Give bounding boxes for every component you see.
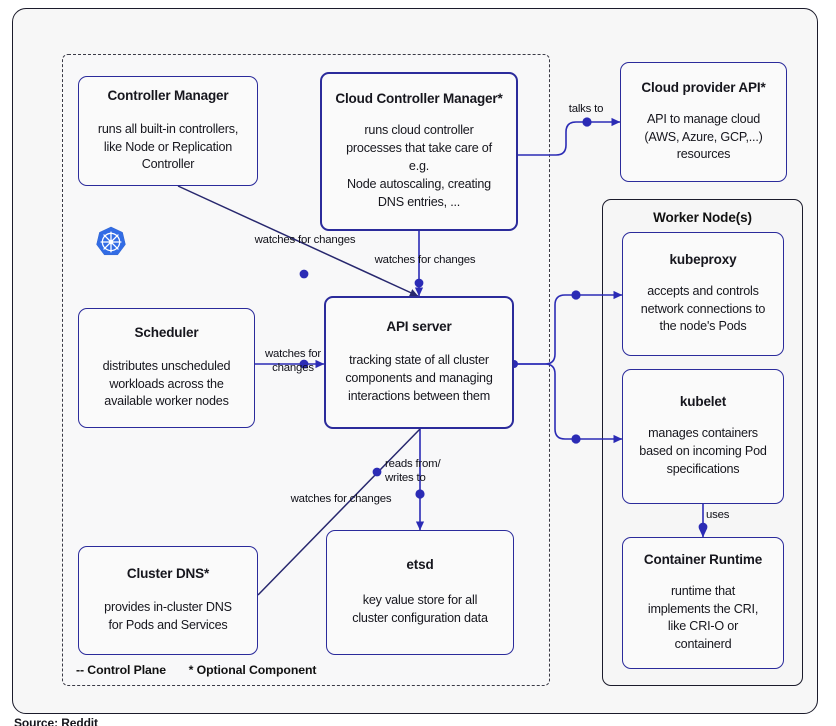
node-description: accepts and controls network connections… [640, 283, 766, 334]
node-title: Cloud provider API* [641, 79, 766, 95]
node-description: manages containers based on incoming Pod… [639, 426, 767, 476]
node-description: distributes unscheduled workloads across… [102, 358, 231, 409]
node-title: etsd [406, 557, 434, 573]
node-description: tracking state of all cluster components… [345, 353, 493, 403]
node-cloud-controller-manager[interactable]: Cloud Controller Manager* runs cloud con… [320, 72, 518, 231]
edge-label-controller-manager-to-api-server: watches for changes [254, 234, 356, 246]
node-description: provides in-cluster DNS for Pods and Ser… [104, 600, 232, 632]
edge-label-kubelet-to-container-runtime: uses [706, 509, 730, 521]
edge-label-cloud-cm-to-cloud-api: talks to [568, 103, 604, 115]
edge-label-scheduler-to-api-server: watches for changes [264, 348, 322, 374]
node-container-runtime[interactable]: Container Runtime runtime that implement… [622, 537, 784, 669]
node-description: API to manage cloud (AWS, Azure, GCP,...… [644, 111, 763, 162]
node-etcd[interactable]: etsd key value store for all cluster con… [326, 530, 514, 655]
node-description: key value store for all cluster configur… [352, 593, 488, 625]
edge-label-api-server-to-etcd: reads from/ writes to [385, 458, 441, 484]
node-description: runtime that implements the CRI, like CR… [647, 583, 759, 652]
node-controller-manager[interactable]: Controller Manager runs all built-in con… [78, 76, 258, 186]
source-caption: Source: Reddit [14, 716, 98, 726]
node-title: Cloud Controller Manager* [335, 91, 503, 107]
node-description: runs cloud controller processes that tak… [346, 123, 492, 209]
node-cloud-provider-api[interactable]: Cloud provider API* API to manage cloud … [620, 62, 787, 182]
node-title: Container Runtime [643, 551, 763, 567]
node-scheduler[interactable]: Scheduler distributes unscheduled worklo… [78, 308, 255, 428]
legend-control-plane: -- Control Plane [76, 663, 166, 677]
kubernetes-logo [95, 226, 127, 258]
worker-node-title: Worker Node(s) [653, 210, 752, 225]
node-title: Cluster DNS* [126, 566, 210, 582]
node-kubeproxy[interactable]: kubeproxy accepts and controls network c… [622, 232, 784, 356]
node-title: kubelet [679, 394, 727, 410]
node-title: API server [386, 319, 452, 335]
edge-label-cluster-dns-to-api-server: watches for changes [290, 493, 392, 505]
node-title: Scheduler [134, 324, 199, 340]
node-title: Controller Manager [107, 87, 229, 103]
edge-label-cloud-cm-to-api-server: watches for changes [374, 254, 476, 266]
node-cluster-dns[interactable]: Cluster DNS* provides in-cluster DNS for… [78, 546, 258, 655]
node-description: runs all built-in controllers, like Node… [97, 121, 239, 172]
node-kubelet[interactable]: kubelet manages containers based on inco… [622, 369, 784, 504]
legend-optional-component: * Optional Component [188, 663, 317, 677]
diagram-legend: -- Control Plane * Optional Component [76, 663, 317, 677]
node-api-server[interactable]: API server tracking state of all cluster… [324, 296, 514, 429]
node-title: kubeproxy [669, 251, 737, 267]
